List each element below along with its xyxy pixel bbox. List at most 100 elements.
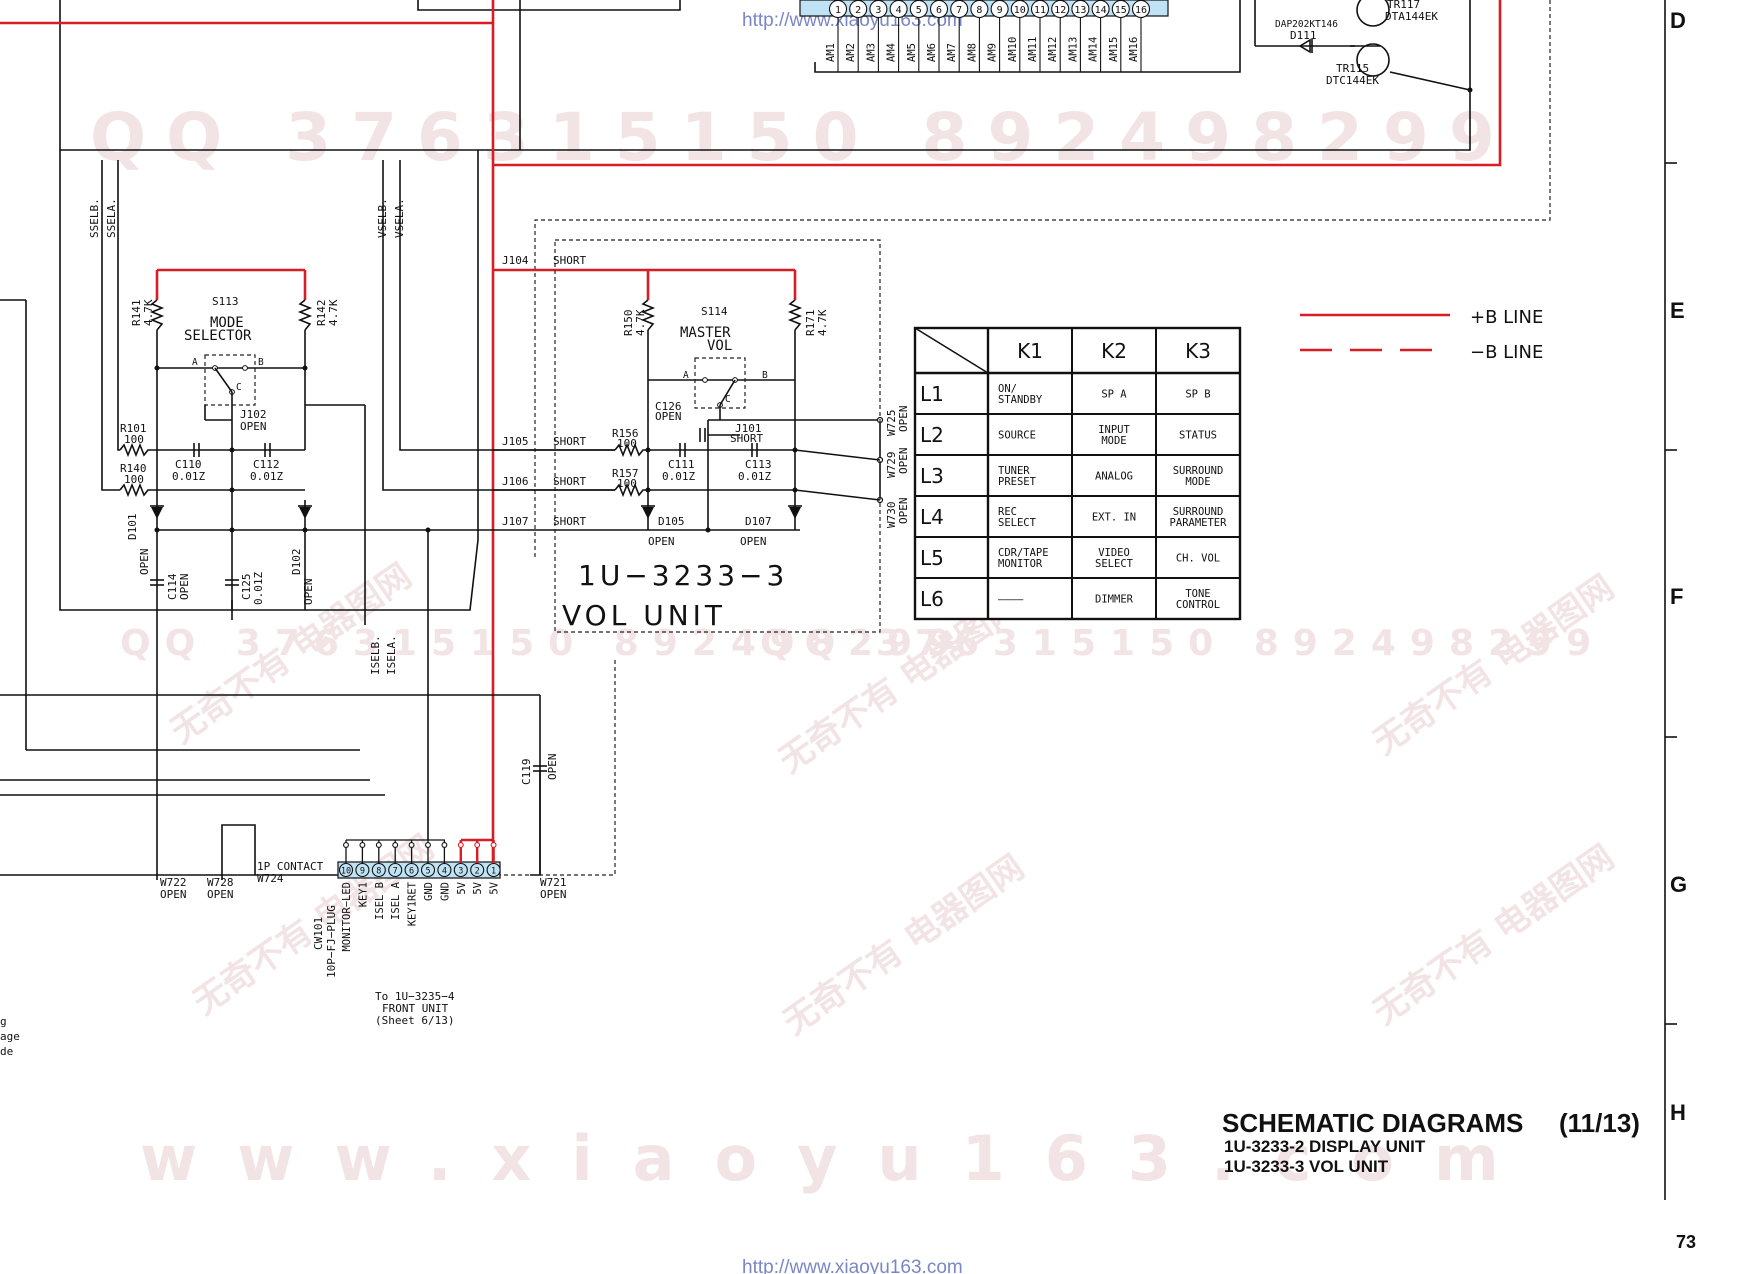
- display-pin: [1030, 0, 1050, 19]
- matrix-cell-text: SELECT: [998, 517, 1037, 529]
- matrix-cell-text: STANDBY: [998, 394, 1043, 406]
- j106-label: J106: [502, 475, 529, 488]
- r140-label: R140: [120, 462, 147, 475]
- d102-value: OPEN: [302, 579, 315, 606]
- j104-label: J104: [502, 254, 529, 267]
- watermark-cn-4: 无奇不有 电器图网: [1366, 837, 1621, 1033]
- vol-unit-box: 1U−3233−3 VOL UNIT: [554, 239, 881, 633]
- connector-pin-number: 6: [409, 867, 414, 877]
- display-pin-number: 13: [1074, 5, 1086, 16]
- d101-label: D101: [126, 514, 139, 541]
- s114-name-1: MASTER: [680, 325, 731, 341]
- to-line-3: (Sheet 6/13): [375, 1014, 454, 1027]
- matrix-cell-text: PRESET: [998, 476, 1037, 488]
- s114-name-2: VOL: [707, 338, 732, 354]
- w722-label: W722: [160, 876, 187, 889]
- to-line-1: To 1U−3235−4: [375, 990, 455, 1003]
- c126-value: OPEN: [655, 410, 682, 423]
- matrix-cell-text: DIMMER: [1095, 594, 1134, 606]
- r141-label: R141: [130, 300, 143, 327]
- am-label: AM5: [906, 43, 918, 62]
- d107-open: OPEN: [740, 535, 767, 548]
- display-pin: [950, 0, 969, 19]
- am-label: AM7: [946, 43, 958, 62]
- connector-pin-number: 9: [360, 867, 365, 877]
- j107-label: J107: [502, 515, 529, 528]
- c114-value: OPEN: [178, 574, 191, 601]
- bottom-url: http://www.xiaoyu163.com: [742, 1257, 963, 1274]
- matrix-cell-text: SP B: [1185, 389, 1210, 401]
- j105-short: SHORT: [553, 435, 586, 448]
- c110-value: 0.01Z: [172, 470, 205, 483]
- d102-label: D102: [290, 549, 303, 576]
- s113-label: S113: [212, 295, 239, 308]
- r171-label: R171: [804, 310, 817, 337]
- matrix-row-header: L5: [920, 546, 944, 570]
- connector-pin-label: KEY1RET: [407, 881, 419, 926]
- w724-label: W724: [257, 872, 284, 885]
- connector-pin: [388, 862, 403, 878]
- watermark-qq-mid-2: QQ 376315150 892498299: [760, 623, 1605, 664]
- r141-value: 4.7K: [142, 299, 155, 326]
- am-label: AM3: [865, 43, 877, 62]
- s114-c: C: [725, 394, 731, 405]
- w722-open: OPEN: [160, 888, 187, 901]
- r101-value: 100: [124, 433, 144, 446]
- w729-label: W729: [885, 452, 898, 479]
- connector-pin-number: 10: [341, 867, 351, 877]
- connector-pin: [338, 862, 354, 878]
- display-pin-number: 15: [1115, 5, 1127, 16]
- title-line-2: 1U-3233-3 VOL UNIT: [1224, 1157, 1389, 1176]
- j102-value: OPEN: [240, 420, 267, 433]
- matrix-cell-text: SURROUND: [1173, 465, 1224, 477]
- legend-plus-b: +B LINE: [1470, 307, 1543, 328]
- display-pin-number: 1: [835, 5, 841, 16]
- w730-open: OPEN: [897, 498, 910, 525]
- s114-a: A: [683, 370, 689, 381]
- display-pin: [828, 0, 848, 19]
- connector-pin: [355, 862, 370, 878]
- tr115-part: DTC144EK: [1326, 74, 1379, 87]
- c111-label: C111: [668, 458, 695, 471]
- display-pin: [1091, 0, 1110, 19]
- matrix-cell-text: REC: [998, 506, 1017, 518]
- display-pin: [889, 0, 908, 19]
- connector-pin-label: 5V: [456, 881, 468, 894]
- c113-label: C113: [745, 458, 772, 471]
- s113-c: C: [236, 382, 242, 393]
- r142-label: R142: [315, 300, 328, 327]
- connector-pin-number: 5: [425, 867, 430, 877]
- d111-label: D111: [1290, 29, 1317, 42]
- display-pin-number: 7: [956, 5, 962, 16]
- display-pin: [1071, 0, 1090, 19]
- c126-label: C126: [655, 400, 682, 413]
- matrix-cell-text: CH. VOL: [1176, 553, 1220, 565]
- display-pin: [1010, 0, 1029, 19]
- am-label: AM9: [987, 43, 999, 62]
- matrix-col-header: K1: [1017, 339, 1043, 363]
- display-pin-number: 6: [936, 5, 942, 16]
- matrix-cell-text: SOURCE: [998, 430, 1036, 442]
- display-pin: [849, 0, 868, 19]
- r101-label: R101: [120, 422, 147, 435]
- am-label: AM11: [1027, 37, 1039, 62]
- tr117-part: DTA144EK: [1385, 10, 1438, 23]
- main-wiring: [0, 0, 1502, 880]
- sig-isela: ISELA.: [385, 635, 398, 675]
- r140-value: 100: [124, 473, 144, 486]
- connector-pin-number: 3: [458, 867, 463, 877]
- cw101-ref: CW101: [312, 917, 325, 950]
- matrix-col-header: K3: [1185, 339, 1211, 363]
- matrix-cell-text: STATUS: [1179, 430, 1217, 442]
- to-line-2: FRONT UNIT: [382, 1002, 449, 1015]
- title-main: SCHEMATIC DIAGRAMS: [1222, 1108, 1523, 1138]
- tr117-label: TR117: [1387, 0, 1420, 11]
- s114-label: S114: [701, 305, 728, 318]
- matrix-cell-text: PARAMETER: [1170, 517, 1228, 529]
- display-pin-number: 11: [1034, 5, 1046, 16]
- line-legend: +B LINE −B LINE: [1300, 307, 1543, 363]
- switch-s113: [204, 354, 256, 440]
- grid-row-h: H: [1670, 1100, 1686, 1125]
- display-pin: [1131, 0, 1151, 19]
